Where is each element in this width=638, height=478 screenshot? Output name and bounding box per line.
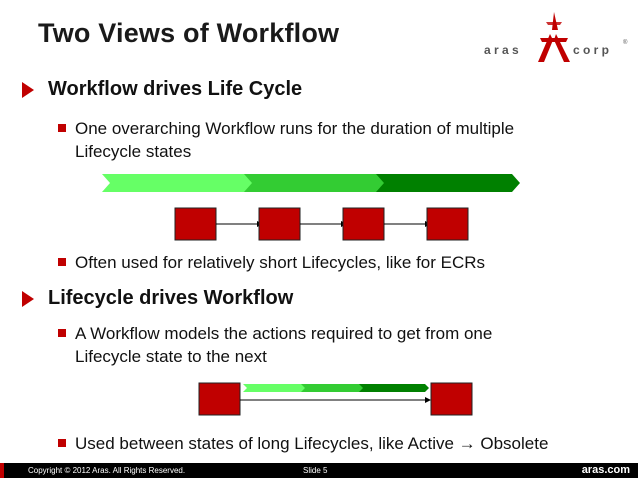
bullet-arrow-icon: [22, 82, 34, 98]
lifecycle-state-1: [174, 207, 217, 241]
workflow-chevron-3: [376, 174, 520, 192]
bullet-arrow-icon: [22, 291, 34, 307]
workflow-chevron-1: [102, 174, 254, 192]
logo-text-left: a r a s: [484, 43, 519, 57]
workflow-chevron-small-3: [359, 384, 429, 392]
bullet-square-icon: [58, 329, 66, 337]
bullet-point: Often used for relatively short Lifecycl…: [58, 251, 545, 274]
footer-copyright: Copyright © 2012 Aras. All Rights Reserv…: [28, 466, 186, 475]
aras-logo: a r a s c o r p ®: [484, 12, 628, 62]
aras-star-icon: [538, 12, 570, 62]
lifecycle-workflow-diagram: [198, 382, 473, 416]
bullet-point-text: Often used for relatively short Lifecycl…: [75, 253, 486, 272]
lifecycle-state-to: [430, 382, 473, 416]
logo-text-right: c o r p: [573, 43, 609, 57]
section-heading-text: Workflow drives Life Cycle: [48, 78, 303, 100]
workflow-chevron-2: [244, 174, 386, 192]
footer-bar: Copyright © 2012 Aras. All Rights Reserv…: [0, 463, 638, 478]
logo-registered-mark: ®: [623, 39, 628, 46]
workflow-chevron-small-1: [243, 384, 307, 392]
section-heading: Lifecycle drives Workflow: [22, 287, 293, 310]
slide-title: Two Views of Workflow: [38, 18, 340, 48]
footer-site-link[interactable]: aras.com: [581, 464, 630, 476]
lifecycle-state-from: [198, 382, 241, 416]
lifecycle-state-4: [426, 207, 469, 241]
bullet-point-text: A Workflow models the actions required t…: [75, 324, 493, 366]
workflow-lifecycle-diagram: [102, 174, 520, 241]
bullet-square-icon: [58, 258, 66, 266]
section-heading: Workflow drives Life Cycle: [22, 78, 302, 101]
bullet-point: Used between states of long Lifecycles, …: [58, 432, 635, 455]
footer-accent: [0, 463, 4, 478]
footer-slide-number: Slide 5: [303, 466, 328, 475]
workflow-chevron-small-2: [301, 384, 365, 392]
bullet-square-icon: [58, 439, 66, 447]
lifecycle-state-2: [258, 207, 301, 241]
bullet-point: One overarching Workflow runs for the du…: [58, 117, 545, 163]
bullet-point-text: One overarching Workflow runs for the du…: [75, 119, 515, 161]
bullet-point-text: Used between states of long Lifecycles, …: [75, 434, 549, 453]
lifecycle-state-3: [342, 207, 385, 241]
bullet-square-icon: [58, 124, 66, 132]
section-heading-text: Lifecycle drives Workflow: [48, 287, 294, 309]
bullet-point: A Workflow models the actions required t…: [58, 322, 545, 368]
